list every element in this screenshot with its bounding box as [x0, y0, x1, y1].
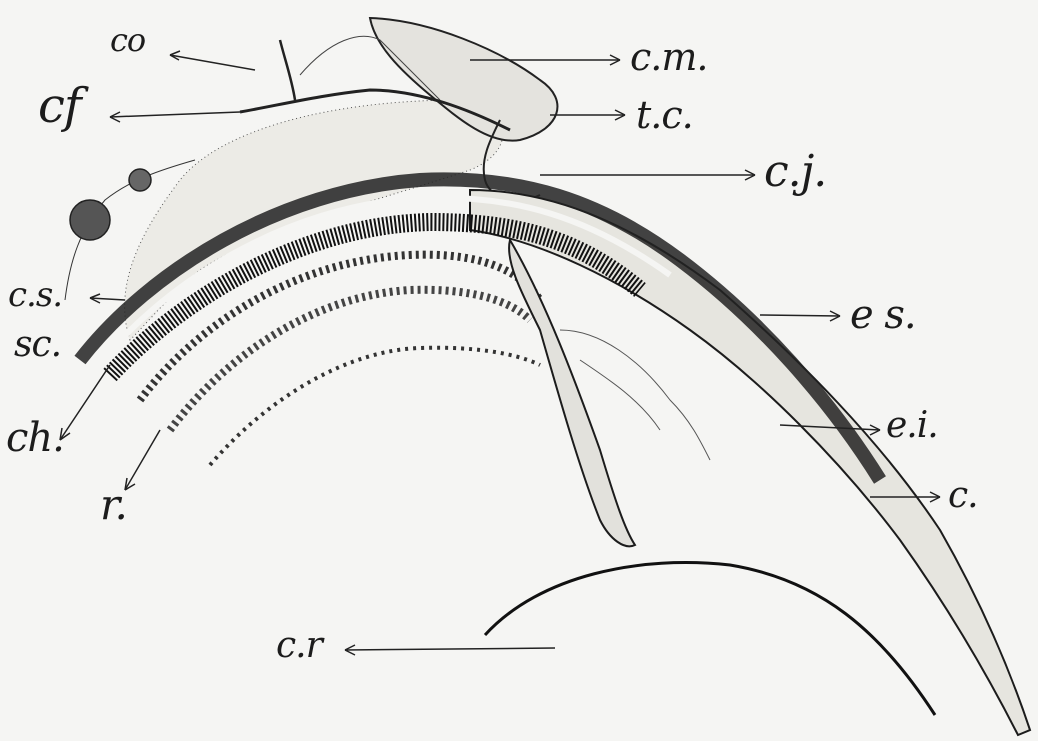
arrow-ch — [60, 365, 110, 440]
label-es: e s. — [850, 295, 916, 335]
arrow-es — [760, 315, 840, 316]
label-r: r. — [100, 484, 127, 526]
arrow-cr — [345, 648, 555, 650]
label-ch: ch. — [6, 418, 64, 458]
label-co: co — [110, 24, 145, 56]
fold-spike — [280, 40, 295, 100]
arrow-cf — [110, 112, 240, 117]
label-ei: e.i. — [886, 408, 938, 444]
label-cr: c.r — [276, 628, 322, 664]
label-cf: cf — [38, 82, 81, 130]
label-tc: t.c. — [636, 96, 693, 134]
arrow-co — [170, 55, 255, 70]
label-cm: c.m. — [630, 38, 707, 76]
retina-middle — [170, 290, 530, 430]
arrow-r — [125, 430, 160, 490]
cornea-epithelium — [470, 190, 1030, 735]
ciliary-process — [509, 240, 635, 546]
label-cs: c.s. — [8, 278, 62, 312]
ganglion-large — [70, 200, 110, 240]
label-sc: sc. — [14, 327, 61, 363]
arrow-cs — [90, 298, 125, 300]
ganglion-small — [129, 169, 151, 191]
retina-inner — [210, 348, 540, 465]
label-cj: c.j. — [764, 150, 826, 194]
label-c: c. — [948, 478, 978, 514]
lens-capsule — [485, 563, 935, 715]
